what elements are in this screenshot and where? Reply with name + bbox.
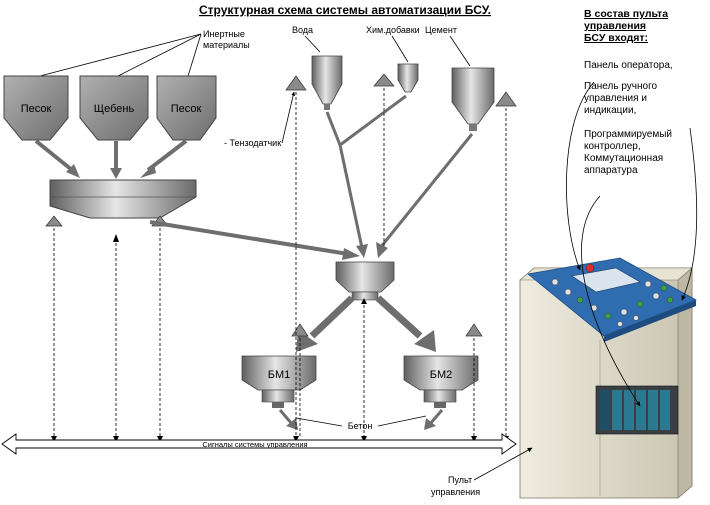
cement-hopper bbox=[451, 67, 495, 131]
cement-label: Цемент bbox=[425, 25, 457, 35]
mixer-bm2: БМ2 bbox=[403, 355, 479, 408]
mixer-bm1: БМ1 bbox=[241, 355, 317, 408]
side-panel: В состав пульта управления БСУ входят: П… bbox=[584, 8, 708, 177]
pult-label: Пульт bbox=[448, 475, 472, 485]
mixer-feed-arrows bbox=[309, 295, 423, 339]
mixer-label: БМ1 bbox=[268, 369, 291, 381]
concrete-label: Бетон bbox=[348, 421, 373, 431]
material-leader-lines bbox=[304, 35, 471, 67]
aggregate-to-mixer-arrow bbox=[149, 220, 349, 256]
mixer-label: БМ2 bbox=[430, 369, 453, 381]
inert-leader-lines bbox=[39, 33, 202, 77]
side-heading-line: В состав пульта bbox=[584, 8, 669, 20]
side-heading-line: БСУ входят: bbox=[584, 32, 649, 44]
bin-label: Песок bbox=[21, 103, 52, 115]
central-hopper bbox=[335, 261, 395, 301]
load-sensor bbox=[45, 215, 63, 227]
aggregate-to-mixer-arrowhead bbox=[342, 248, 360, 260]
side-item-line: Программируемый bbox=[584, 129, 672, 140]
water-hopper bbox=[311, 55, 343, 110]
signal-bus bbox=[1, 433, 517, 455]
side-item-line: управления и bbox=[584, 93, 647, 104]
side-heading-line: управления bbox=[584, 20, 647, 32]
side-item-operator-panel: Панель оператора, bbox=[584, 60, 708, 72]
bin-label: Щебень bbox=[94, 103, 135, 115]
bin-pesok-2: Песок bbox=[156, 75, 217, 141]
concrete-leader-lines bbox=[295, 415, 427, 427]
side-item-line: индикации, bbox=[584, 105, 637, 116]
side-item-line: Панель ручного bbox=[584, 81, 658, 92]
diagram-title: Структурная схема системы автоматизации … bbox=[199, 3, 491, 17]
water-label: Вода bbox=[292, 25, 313, 35]
side-heading: В состав пульта управления БСУ входят: bbox=[584, 8, 708, 44]
side-item-line: Коммутационная bbox=[584, 153, 664, 164]
chem-label: Хим.добавки bbox=[366, 25, 420, 35]
console-indicators bbox=[551, 263, 674, 327]
sensor-leader bbox=[281, 91, 296, 144]
load-sensor bbox=[495, 91, 517, 107]
bin-flow-arrows bbox=[34, 139, 188, 172]
load-sensor bbox=[465, 323, 483, 337]
console-callout-lines bbox=[566, 81, 698, 407]
inert-materials-label: Инертные bbox=[203, 29, 245, 39]
dosing-flow-lines bbox=[325, 94, 474, 249]
inert-materials-label-2: материалы bbox=[203, 40, 250, 50]
aggregate-weigh-hopper bbox=[49, 179, 197, 219]
load-sensor bbox=[291, 323, 309, 337]
side-item-manual-panel: Панель ручного управления и индикации, bbox=[584, 81, 708, 117]
signal-bus-label: Сигналы системы управления bbox=[202, 440, 307, 449]
operator-console bbox=[527, 257, 697, 342]
concrete-output-arrowheads bbox=[286, 418, 436, 430]
bin-scheben: Щебень bbox=[79, 75, 149, 141]
pult-leader bbox=[473, 447, 533, 481]
dosing-flow-arrowheads bbox=[356, 242, 388, 258]
chem-hopper bbox=[397, 63, 419, 93]
bin-flow-arrowheads bbox=[66, 164, 156, 179]
pult-label-2: управления bbox=[431, 487, 480, 497]
bin-pesok-1: Песок bbox=[3, 75, 69, 141]
side-item-line: аппаратура bbox=[584, 165, 638, 176]
concrete-output-arrows bbox=[278, 409, 444, 425]
signal-lines bbox=[53, 88, 507, 436]
bin-label: Песок bbox=[171, 103, 202, 115]
side-item-line: Панель оператора, bbox=[584, 60, 673, 71]
side-item-line: контроллер, bbox=[584, 141, 641, 152]
load-sensor bbox=[285, 75, 307, 91]
plc-controller bbox=[595, 385, 679, 435]
side-item-plc: Программируемый контроллер, Коммутационн… bbox=[584, 129, 708, 177]
sensor-label: - Тензодатчик bbox=[224, 138, 281, 148]
load-sensor bbox=[373, 73, 395, 87]
